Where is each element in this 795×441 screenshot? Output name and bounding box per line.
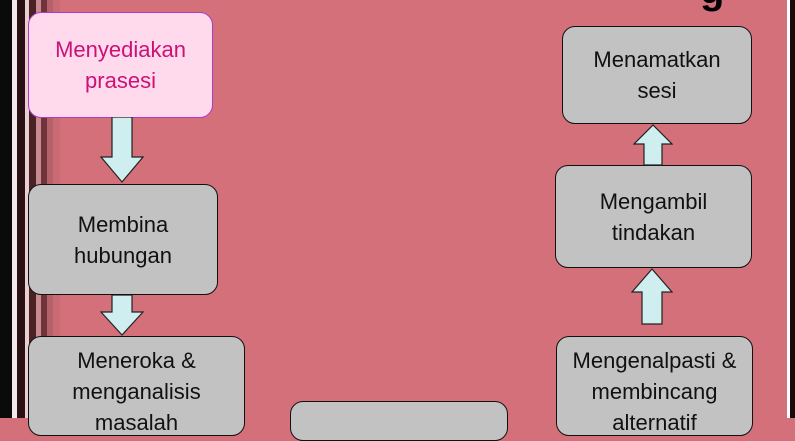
step-meneroka-menganalisis: Meneroka & menganalisis masalah xyxy=(28,336,245,436)
right-frame-gap xyxy=(787,0,790,418)
up-arrow-1 xyxy=(631,268,673,325)
step-bottom-center xyxy=(290,401,508,441)
step-mengenalpasti-membincang: Mengenalpasti & membincang alternatif xyxy=(556,336,753,436)
right-frame-edge xyxy=(790,0,795,418)
down-arrow-2 xyxy=(100,295,144,336)
down-arrow-1 xyxy=(100,117,144,183)
up-arrow-2 xyxy=(633,124,673,166)
step-menyediakan-prasesi: Menyediakan prasesi xyxy=(28,12,213,118)
title-fragment: g xyxy=(700,0,760,10)
step-membina-hubungan: Membina hubungan xyxy=(28,184,218,295)
step-mengambil-tindakan: Mengambil tindakan xyxy=(555,165,752,268)
step-menamatkan-sesi: Menamatkan sesi xyxy=(562,26,752,124)
